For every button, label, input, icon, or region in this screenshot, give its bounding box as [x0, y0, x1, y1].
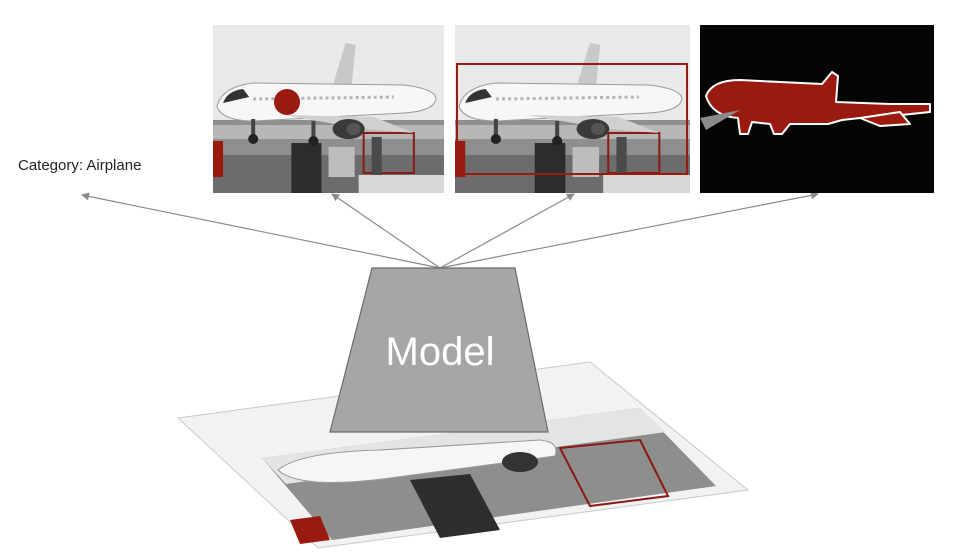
arrow-to-segmentation: [439, 191, 819, 269]
arrow-to-detection: [439, 193, 575, 269]
detection-panel: [455, 25, 690, 193]
task-arrows: [81, 191, 819, 269]
airplane-mask: [705, 71, 931, 135]
model-label: Model: [385, 330, 495, 374]
model-block: [329, 267, 549, 433]
detection-bounding-box: [456, 63, 688, 175]
localization-dot: [274, 89, 300, 115]
segmentation-panel: [700, 25, 934, 193]
localization-panel: [213, 25, 444, 193]
arrow-to-localization: [331, 193, 441, 269]
category-label: Category: Airplane: [18, 157, 142, 174]
arrow-to-category: [81, 192, 441, 269]
